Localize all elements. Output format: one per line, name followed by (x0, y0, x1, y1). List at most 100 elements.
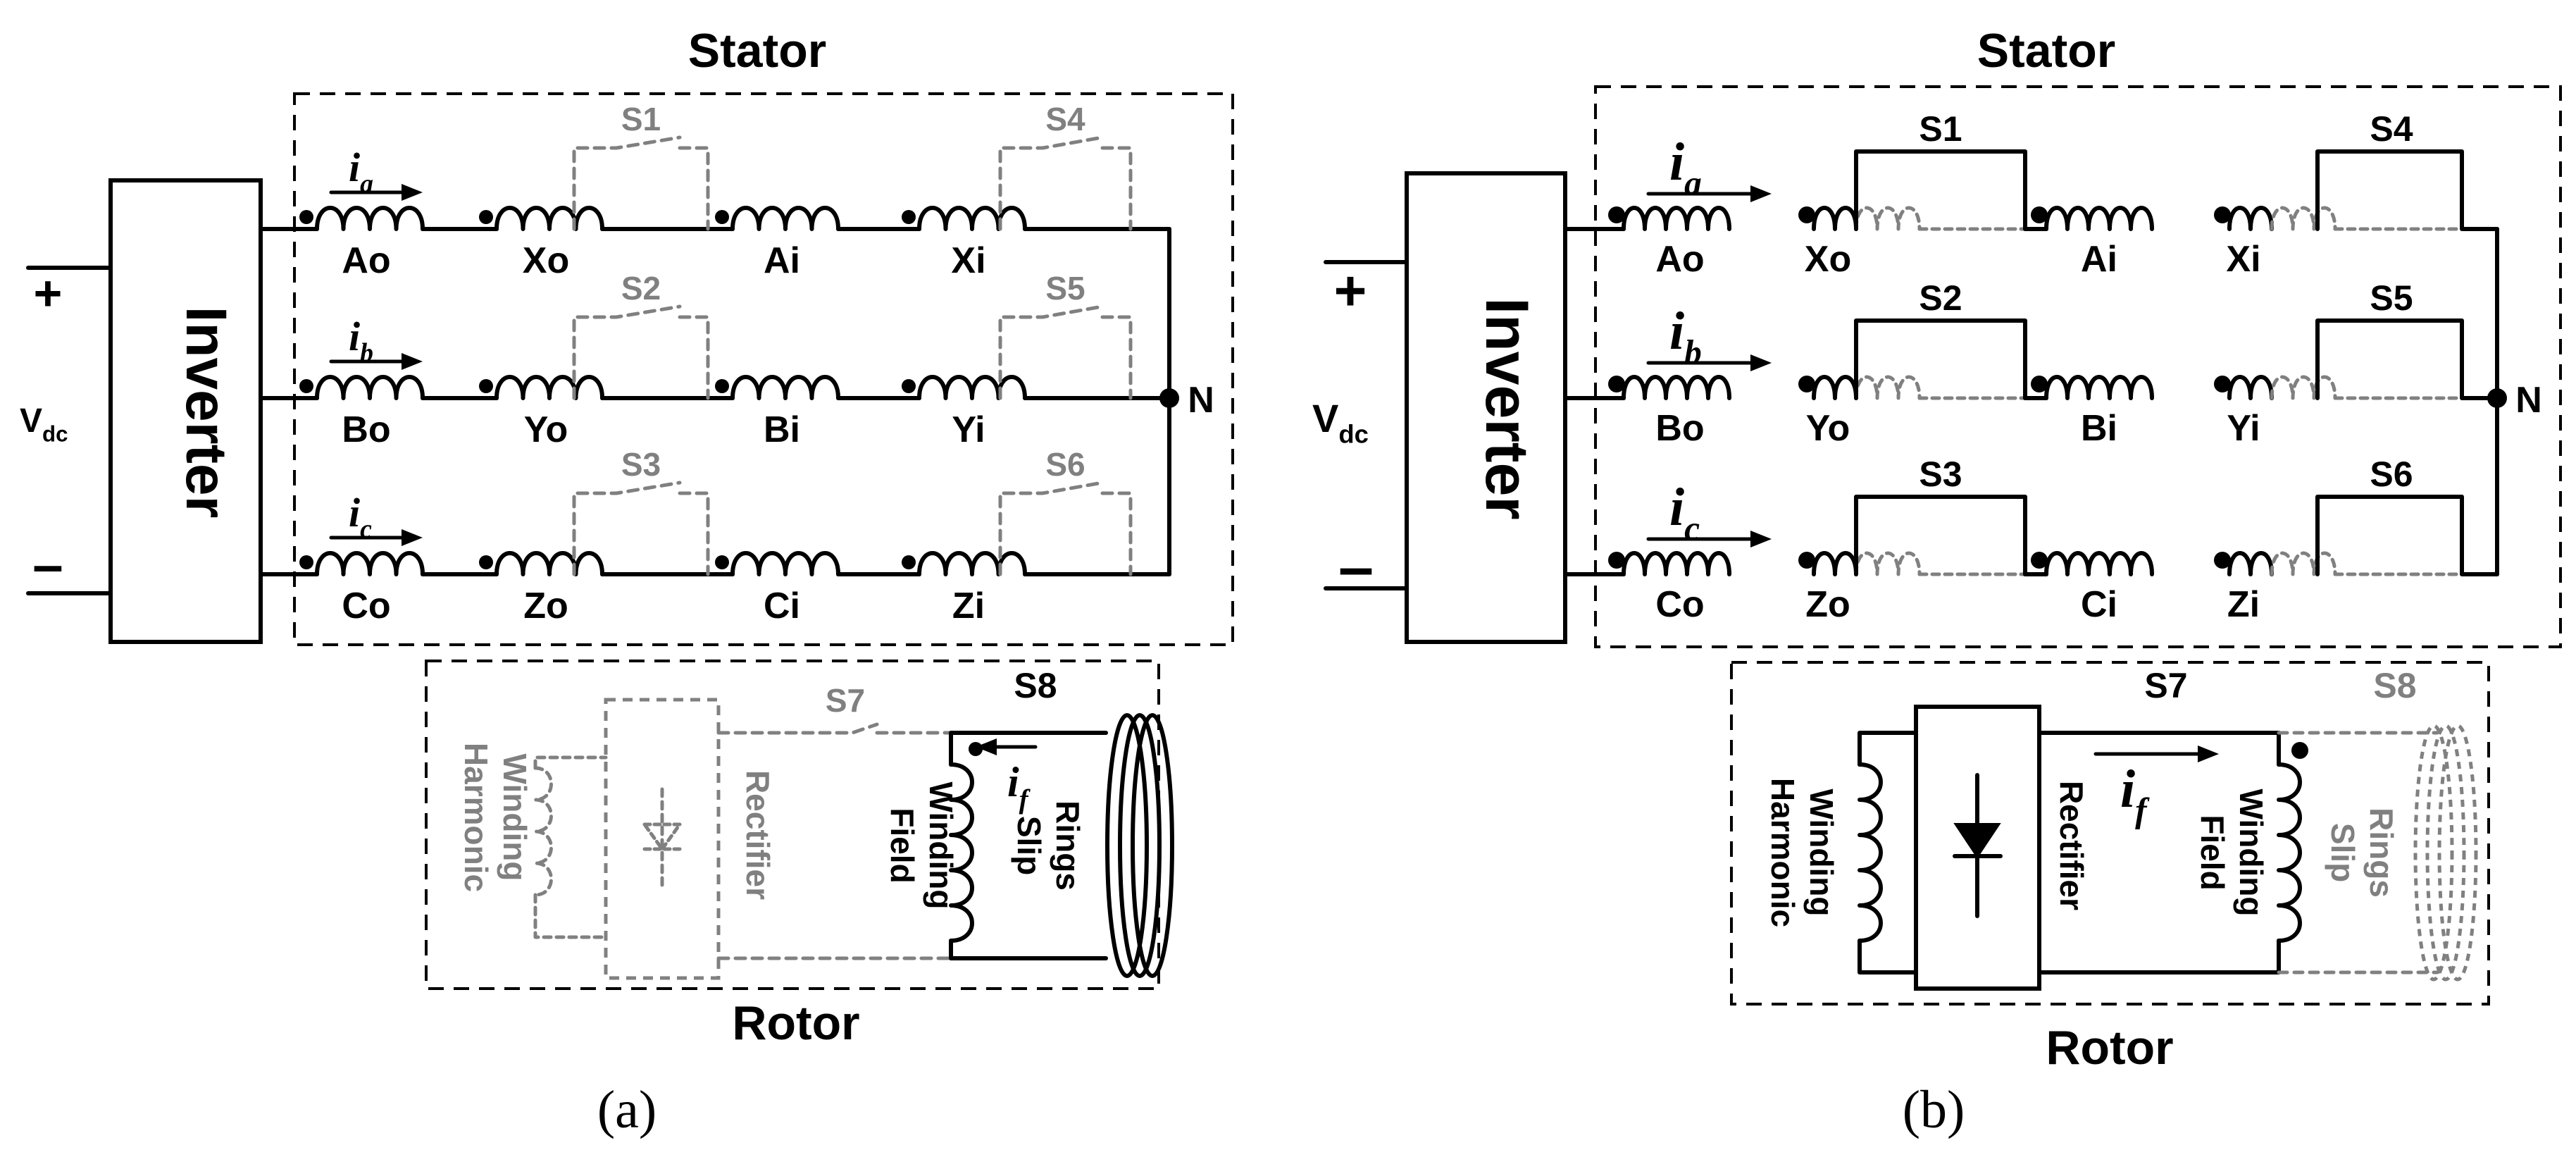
caption-b: (b) (1903, 1080, 1965, 1139)
field-label: Winding (923, 782, 959, 910)
stator-boundary (293, 92, 1234, 646)
label-main: i (1669, 302, 1684, 361)
label-subscript: dc (42, 421, 68, 446)
neutral-label: N (1188, 380, 1214, 421)
stator-title: Stator (1977, 24, 2115, 78)
polarity-dot (479, 379, 493, 393)
switch-label: S6 (2370, 454, 2413, 494)
inverter-label: Inverter (174, 307, 238, 519)
label-subscript: a (1684, 163, 1702, 202)
current-label: ia (1669, 132, 1702, 202)
slip-ring (1131, 713, 1174, 978)
slip-ring (1118, 713, 1162, 978)
switch-path (572, 304, 710, 400)
coil-label: Xi (951, 240, 985, 281)
winding-coil (1812, 206, 1858, 231)
coil-label: Co (342, 586, 390, 626)
winding-coil (730, 551, 840, 576)
winding-coil (1812, 375, 1858, 400)
current-arrow (1646, 531, 1772, 547)
coil-label: Zi (2227, 584, 2260, 625)
minus-sign: – (32, 533, 63, 595)
switch-label: S2 (1919, 278, 1962, 318)
winding-coil (1622, 375, 1731, 400)
vdc-label: Vdc (20, 402, 68, 446)
winding-coil (315, 375, 425, 400)
switch-label: S3 (1919, 454, 1962, 494)
polarity-dot (2031, 376, 2048, 392)
switch-label: S4 (2370, 109, 2413, 149)
label-subscript: b (1684, 333, 1702, 371)
label-subscript: dc (1338, 420, 1368, 449)
neutral-label: N (2515, 380, 2542, 421)
harmonic-label: Harmonic (458, 743, 494, 892)
rectifier-box (604, 698, 721, 980)
slip-ring (2413, 724, 2454, 982)
bypassed-coil (1854, 551, 1922, 576)
switch-path (572, 135, 710, 231)
polarity-dot (299, 210, 313, 224)
label-main: i (1007, 759, 1019, 805)
arrow-head (402, 353, 423, 370)
switch-path (998, 481, 1133, 576)
switch-open: S3 (572, 446, 710, 576)
field-current-arrow (976, 738, 1038, 755)
polarity-dot (1798, 552, 1815, 569)
coil-label: Co (1655, 584, 1704, 625)
inverter-box (108, 178, 263, 644)
switch-path (998, 135, 1133, 231)
field-winding-coil (949, 762, 974, 943)
harmonic-winding-coil (533, 766, 553, 897)
coil-label: Ci (764, 586, 800, 626)
switch-label: S5 (2370, 278, 2413, 318)
current-label: ib (1669, 302, 1702, 371)
rotor-boundary (1730, 661, 2490, 1006)
polarity-dot (2214, 206, 2231, 223)
field-current-label: if (2120, 760, 2150, 829)
winding-coil (730, 206, 840, 231)
coil-label: Ao (342, 240, 390, 281)
caption-a: (a) (597, 1080, 657, 1139)
field-label: Winding (2233, 789, 2270, 917)
winding-coil (1812, 551, 1858, 576)
switch-label: S4 (1045, 101, 1085, 137)
winding-coil (2227, 375, 2274, 400)
s8-label: S8 (2373, 666, 2416, 705)
winding-coil (2044, 375, 2154, 400)
coil-label: Xo (1805, 239, 1851, 280)
polarity-dot (479, 210, 493, 224)
label-subscript: f (2135, 791, 2150, 829)
polarity-dot (902, 210, 916, 224)
switch-closed (2315, 318, 2499, 400)
winding-coil (2044, 206, 2154, 231)
switch-closed (1854, 318, 2027, 400)
slip-label: Rings (1050, 800, 1086, 891)
polarity-dot (299, 379, 313, 393)
coil-label: Ai (2081, 239, 2117, 280)
switch-label: S1 (621, 101, 661, 137)
polarity-dot (969, 742, 983, 756)
plus-sign: + (1334, 259, 1367, 322)
polarity-dot (715, 379, 729, 393)
harmonic-winding-leads (533, 755, 608, 939)
stator-boundary (1594, 85, 2562, 648)
arrow-head (402, 184, 423, 201)
neutral-node (2487, 388, 2507, 408)
coil-label: Zo (523, 586, 568, 626)
switch-path (572, 481, 710, 576)
polarity-dot (2031, 552, 2048, 569)
slip-ring (2425, 724, 2466, 982)
switch-open: S1 (572, 101, 710, 231)
bypassed-coil (2270, 206, 2337, 231)
switch-label: S1 (1919, 109, 1962, 149)
switch-label: S3 (621, 446, 661, 483)
rectifier-label: Rectifier (2053, 781, 2090, 910)
coil-label: Yo (524, 409, 568, 450)
vdc-label: Vdc (1312, 396, 1369, 449)
label-main: V (20, 402, 42, 440)
